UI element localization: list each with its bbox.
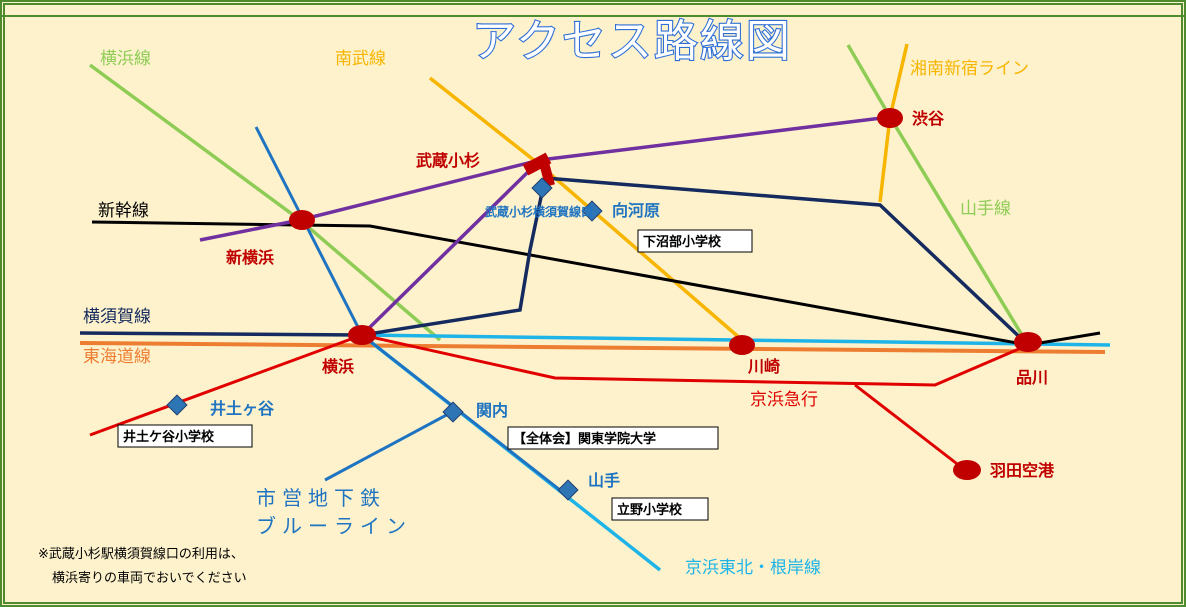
station-idogaya (166, 394, 188, 416)
map-frame (3, 3, 1183, 604)
label-shinkansen: 新幹線 (98, 200, 149, 221)
label-subway-line1: 市営地下鉄 (256, 486, 386, 510)
venue-box-idogaya (117, 424, 253, 448)
note-line-2: 横浜寄りの車両でおいでください (52, 570, 247, 586)
label-musashikosugi: 武蔵小杉 (416, 151, 480, 170)
station-musashikosugi (522, 152, 552, 176)
venue-idogaya: 井土ケ谷小学校 (123, 429, 215, 445)
tokaido-line (79, 341, 1106, 354)
label-yokosuka-line: 横須賀線 (83, 307, 151, 327)
label-yokohama-line: 横浜線 (100, 49, 151, 69)
label-kawasaki: 川崎 (747, 357, 780, 376)
station-shinagawa (1014, 332, 1042, 352)
map-title: アクセス路線図 (472, 16, 792, 67)
station-musashikosugi-yokosuka (531, 177, 553, 199)
label-shinagawa: 品川 (1016, 368, 1048, 387)
label-nambu-line: 南武線 (335, 49, 386, 69)
yokosuka-line-route (361, 176, 1030, 347)
venue-box-shimonumabe (637, 229, 753, 253)
label-yamate: 山手 (588, 471, 620, 490)
station-kawasaki (729, 335, 755, 355)
tokyu-line-purple-north (199, 115, 891, 242)
label-musashikosugi-yokosuka: 武蔵小杉横須賀線口 (485, 204, 593, 219)
station-haneda (953, 460, 981, 480)
station-yokohama (348, 325, 376, 345)
venue-box-tateno (611, 497, 709, 521)
venue-shimonumabe: 下沼部小学校 (643, 234, 722, 250)
station-mukaigawara (581, 200, 603, 222)
label-shibuya: 渋谷 (912, 109, 945, 128)
label-haneda: 羽田空港 (990, 461, 1055, 480)
venue-tateno: 立野小学校 (617, 502, 683, 518)
station-yamate (557, 479, 579, 501)
label-mukaigawara: 向河原 (612, 201, 660, 220)
station-musashikosugi-link (539, 161, 555, 187)
keikyu-airport-line (854, 383, 966, 472)
keikyu-line (89, 333, 1029, 437)
label-keihin-negishi: 京浜東北・根岸線 (685, 558, 821, 578)
label-subway-line2: ブルーライン (256, 514, 412, 538)
label-shinyokohama: 新横浜 (226, 248, 274, 267)
tokyu-line-purple-south (360, 168, 532, 337)
yokosuka-line-west (79, 331, 363, 337)
venue-kanto-gakuin: 【全体会】関東学院大学 (513, 431, 656, 447)
venue-box-kanto-gakuin (507, 426, 719, 450)
label-shonan-line: 湘南新宿ライン (910, 59, 1029, 79)
shinkansen-line (91, 220, 1101, 347)
station-shinyokohama (289, 210, 315, 230)
subway-blue-line-branch (324, 410, 453, 482)
note-line-1: ※武蔵小杉駅横須賀線口の利用は、 (38, 546, 244, 562)
label-yamanote-line: 山手線 (960, 199, 1011, 219)
station-kannai (442, 401, 464, 423)
label-tokaido-line: 東海道線 (83, 347, 151, 367)
label-yokohama: 横浜 (322, 357, 354, 376)
station-shibuya (877, 108, 903, 128)
label-idogaya: 井土ヶ谷 (210, 399, 275, 418)
label-keikyu: 京浜急行 (750, 390, 818, 410)
label-kannai: 関内 (476, 401, 508, 420)
